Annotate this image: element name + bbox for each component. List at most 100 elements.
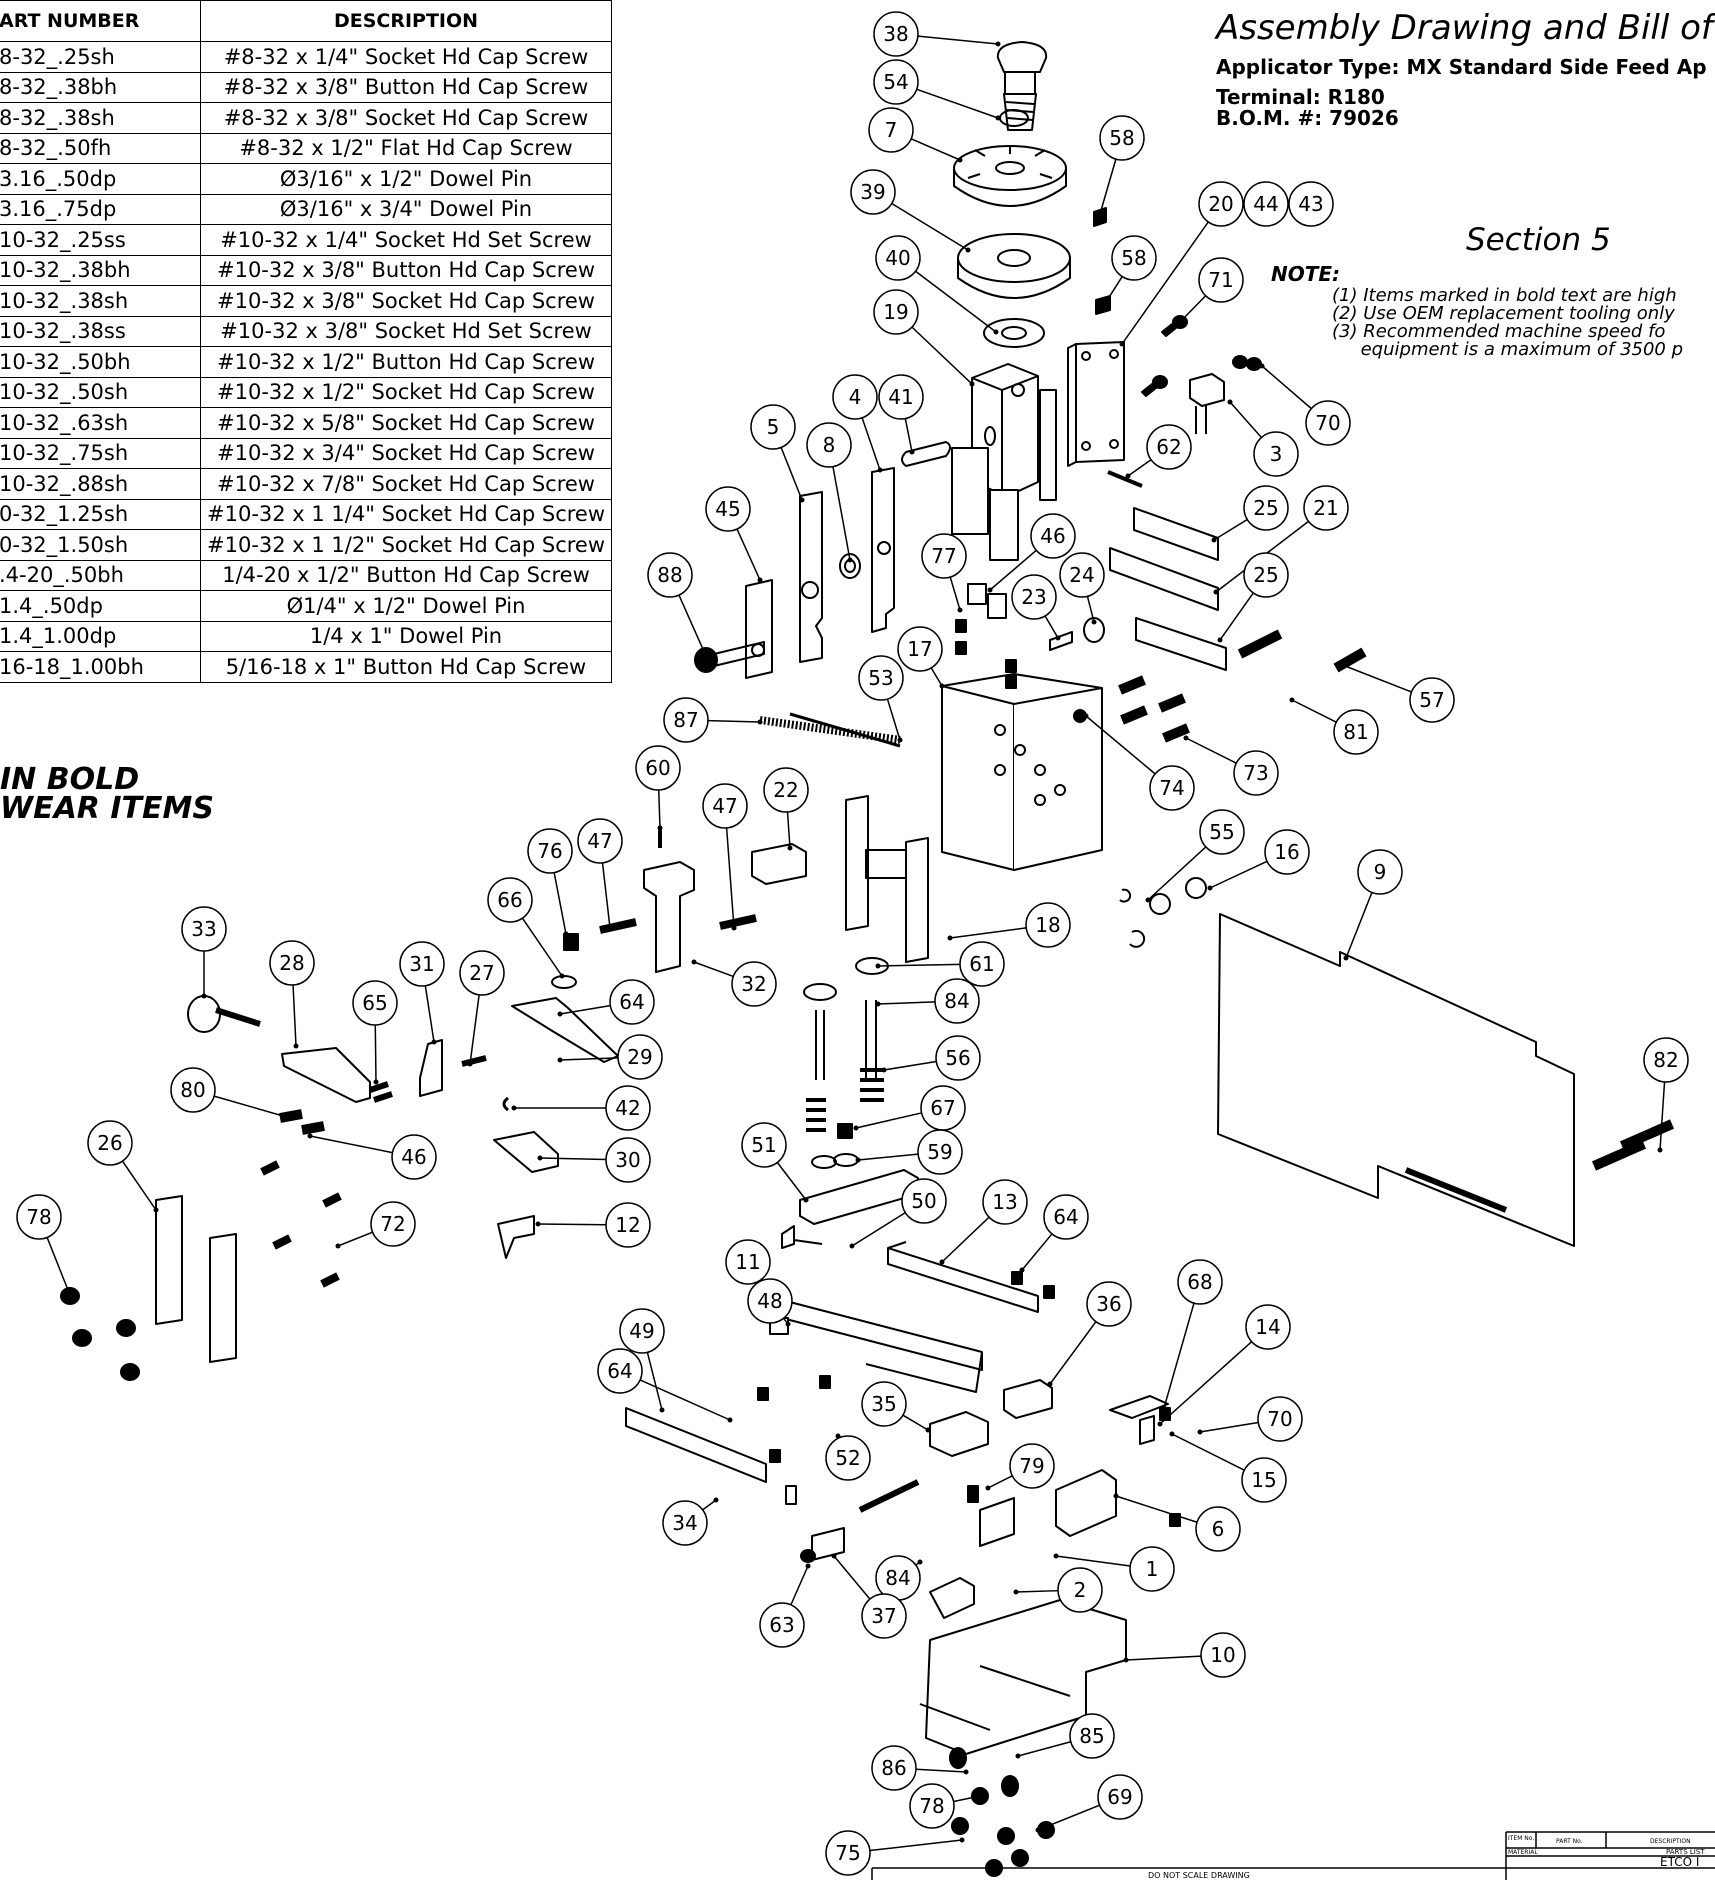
leader-line	[915, 1768, 967, 1773]
balloon-circle	[459, 950, 505, 996]
balloon-circle	[181, 906, 227, 952]
leader-arrow	[875, 963, 881, 969]
description-cell: 5/16-18 x 1" Button Hd Cap Screw	[199, 651, 613, 683]
leader-line	[916, 88, 999, 119]
leader-arrow	[849, 1243, 855, 1249]
leader-arrow	[785, 1321, 791, 1327]
leader-line	[790, 1565, 809, 1606]
balloon-number: 27	[469, 961, 494, 985]
tb-material: MATERIAL	[1508, 1849, 1538, 1856]
leader-line	[902, 1414, 929, 1431]
leader-arrow	[799, 497, 805, 503]
balloon-number: 26	[97, 1131, 122, 1155]
balloon-number: 40	[885, 246, 910, 270]
leader-arrow	[65, 1287, 71, 1293]
balloon-number: 22	[773, 778, 798, 802]
part-number-cell: 8-32_.38bh	[0, 71, 201, 103]
balloon-number: 37	[871, 1604, 896, 1628]
part-number-cell: 8-32_.50fh	[0, 132, 201, 164]
leader-line	[678, 594, 707, 657]
leader-arrow	[511, 1105, 517, 1111]
leader-arrow	[657, 825, 663, 831]
balloon-number: 85	[1079, 1724, 1104, 1748]
part-number-cell: 1.4_1.00dp	[0, 620, 201, 652]
balloon-number: 19	[883, 300, 908, 324]
balloon-number: 4	[849, 385, 862, 409]
balloon-number: 67	[930, 1096, 955, 1120]
balloon-number: 47	[712, 794, 737, 818]
balloon-number: 62	[1156, 435, 1181, 459]
balloon-circle	[873, 289, 919, 335]
balloon-number: 46	[1040, 524, 1065, 548]
pin-62	[1107, 470, 1143, 488]
callout-balloon: 67	[853, 1085, 966, 1131]
table-header-row: ART NUMBER DESCRIPTION	[0, 0, 613, 42]
leader-arrow	[875, 1001, 881, 1007]
callout-balloon: 47	[577, 818, 623, 931]
balloon-circle	[87, 1120, 133, 1166]
leader-line	[693, 961, 734, 978]
leader-line	[1115, 1495, 1198, 1523]
balloon-number: 72	[380, 1212, 405, 1236]
balloon-circle	[1303, 485, 1349, 531]
guard-9	[1217, 913, 1575, 1247]
balloon-circle	[1129, 1546, 1175, 1592]
balloon-number: 30	[615, 1148, 640, 1172]
leader-line	[1147, 846, 1207, 901]
leader-line	[911, 326, 973, 385]
leader-arrow	[1083, 713, 1089, 719]
leader-line	[917, 35, 999, 45]
leader-arrow	[939, 1259, 945, 1265]
balloon-number: 64	[1053, 1205, 1078, 1229]
balloon-number: 44	[1253, 192, 1278, 216]
leader-line	[786, 811, 791, 849]
leader-arrow	[691, 959, 697, 965]
leader-line	[121, 1160, 157, 1211]
part-number-cell: 0-32_1.50sh	[0, 529, 201, 561]
leader-arrow	[787, 845, 793, 851]
callout-balloon: 42	[511, 1085, 651, 1131]
screws-46	[967, 583, 1007, 619]
leader-arrow	[939, 683, 945, 689]
part-number-cell: 10-32_.38ss	[0, 315, 201, 347]
leader-line	[1163, 1302, 1195, 1409]
balloon-circle	[597, 1348, 643, 1394]
callout-balloon: 77	[921, 533, 967, 613]
callout-balloon: 14	[1157, 1304, 1291, 1427]
callout-balloon: 38	[873, 11, 1001, 57]
callout-balloon: 18	[947, 902, 1071, 948]
callout-balloon: 72	[335, 1201, 416, 1249]
leader-arrow	[847, 557, 853, 563]
callout-balloon: 61	[875, 941, 1005, 987]
title-block-lines	[871, 1831, 1715, 1880]
callout-balloon: 63	[759, 1563, 811, 1648]
note-line-4: equipment is a maximum of 3500 p	[1332, 339, 1684, 360]
leader-arrow	[1053, 1553, 1059, 1559]
balloon-circle	[1200, 1632, 1246, 1678]
balloon-number: 49	[629, 1319, 654, 1343]
callout-balloon: 47	[702, 783, 748, 931]
leader-line	[1345, 892, 1373, 959]
callout-balloon: 13	[939, 1179, 1028, 1265]
part-number-cell: 10-32_.63sh	[0, 407, 201, 439]
balloon-number: 45	[715, 497, 740, 521]
balloon-circle	[617, 1034, 663, 1080]
balloon-number: 65	[362, 991, 387, 1015]
balloon-number: 64	[607, 1359, 632, 1383]
leader-arrow	[947, 935, 953, 941]
balloon-number: 79	[1019, 1454, 1044, 1478]
balloon-number: 68	[1187, 1270, 1212, 1294]
callout-balloon: 73	[1183, 735, 1279, 796]
leader-arrow	[293, 1043, 299, 1049]
leader-line	[1086, 596, 1095, 623]
leader-arrow	[1217, 637, 1223, 643]
callout-balloon: 68	[1161, 1259, 1223, 1411]
balloon-circle	[635, 745, 681, 791]
callout-balloon: 28	[269, 940, 315, 1049]
leader-arrow	[1343, 955, 1349, 961]
callout-balloon: 76	[527, 828, 573, 937]
leader-line	[904, 418, 913, 453]
callout-balloon: 17	[897, 626, 945, 689]
balloon-circle	[1198, 257, 1244, 303]
